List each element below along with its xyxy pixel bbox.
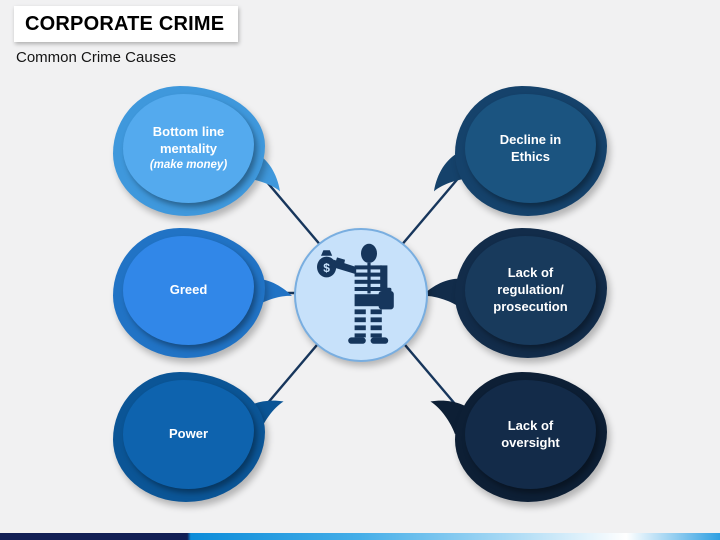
title-box: CORPORATE CRIME	[14, 6, 238, 42]
node-label: Power	[168, 426, 208, 442]
center-hub: $	[294, 228, 428, 362]
node-label: Bottom line mentality	[152, 124, 225, 157]
node-blob-inner: Bottom line mentality (make money)	[123, 94, 254, 203]
node-bottom-line-mentality: Bottom line mentality (make money)	[113, 86, 281, 216]
bottom-bar	[0, 533, 720, 540]
prisoner-icon: $	[317, 243, 394, 344]
node-label: Greed	[169, 282, 208, 298]
money-bag-symbol: $	[323, 261, 330, 275]
node-sublabel: (make money)	[149, 158, 228, 171]
page-title: CORPORATE CRIME	[25, 12, 225, 35]
node-decline-in-ethics: Decline in Ethics	[433, 86, 607, 216]
node-blob-inner: Greed	[123, 236, 254, 345]
node-blob-inner: Lack of regulation/ prosecution	[465, 236, 596, 345]
node-label: Lack of oversight	[501, 417, 560, 450]
node-lack-of-regulation-prosecution: Lack of regulation/ prosecution	[422, 228, 607, 358]
node-power: Power	[113, 372, 284, 502]
page-subtitle: Common Crime Causes	[16, 49, 177, 66]
node-blob-inner: Lack of oversight	[465, 380, 596, 489]
node-blob-inner: Power	[123, 380, 254, 489]
node-label: Decline in Ethics	[499, 131, 562, 164]
node-blob-inner: Decline in Ethics	[465, 94, 596, 203]
node-tail	[422, 278, 466, 308]
node-label: Lack of regulation/ prosecution	[493, 265, 568, 314]
node-lack-of-oversight: Lack of oversight	[430, 372, 607, 502]
node-greed: Greed	[113, 228, 292, 358]
